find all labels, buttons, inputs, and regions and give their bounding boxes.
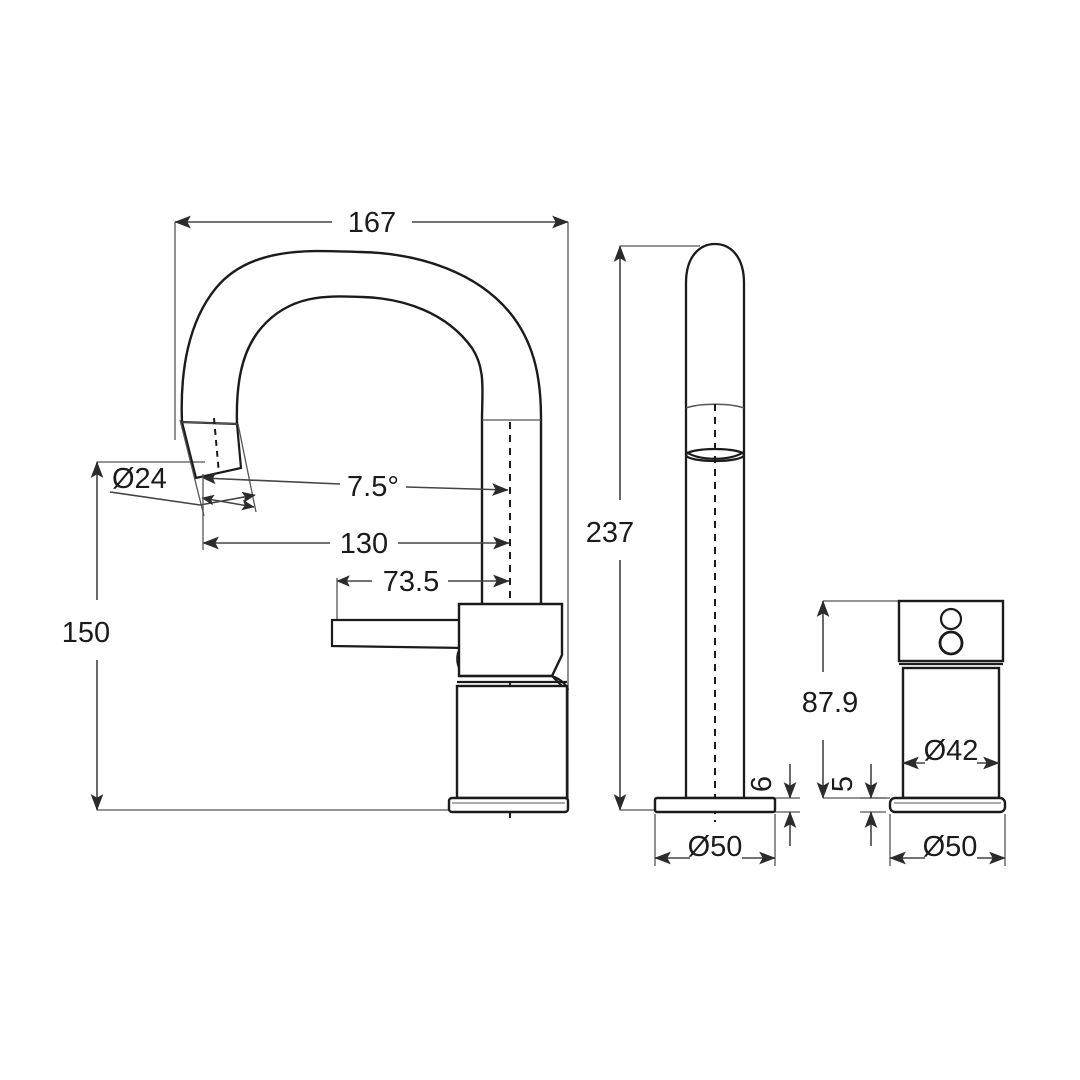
- spout-tip-aerator: [180, 420, 243, 480]
- dimension-73-5: 73.5: [336, 566, 510, 622]
- dimension-angle-7-5: 7.5°: [202, 471, 509, 503]
- dimension-237: 237: [586, 245, 634, 811]
- dimension-tip-inner-marker: [201, 494, 255, 511]
- base-flange-right-view: [888, 796, 1007, 814]
- dimension-diameter-50-right: Ø50: [889, 831, 1006, 865]
- dimension-label-spout-reach: 130: [340, 528, 388, 560]
- cartridge-hole-lower-icon: [938, 630, 964, 656]
- view-side-elevation: 167 Ø24: [62, 207, 570, 818]
- dimension-label-body-height: 87.9: [802, 687, 858, 719]
- handle-lever: [330, 618, 468, 650]
- base-flange-mid-view: [653, 796, 777, 814]
- dimension-150: 150: [62, 461, 110, 811]
- dimension-label-spout-angle: 7.5°: [347, 471, 399, 503]
- dimension-label-base-diameter-mid: Ø50: [688, 831, 743, 863]
- dimension-spout-diameter: Ø24: [109, 419, 257, 517]
- dimension-diameter-42: Ø42: [902, 735, 1000, 770]
- dimension-thickness-5: 5: [827, 764, 878, 846]
- body-cartridge-cap: [897, 599, 1005, 663]
- dimension-130: 130: [202, 474, 510, 560]
- dimension-label-base-diameter-right: Ø50: [923, 831, 978, 863]
- dimension-label-body-diameter: Ø42: [924, 735, 979, 767]
- mixer-body-lower: [455, 684, 569, 800]
- dimension-87-9: 87.9: [802, 600, 858, 799]
- dimension-label-body-to-spout: 73.5: [383, 566, 439, 598]
- dimension-label-spout-height: 150: [62, 617, 110, 649]
- spout-tip-centerline: [213, 417, 220, 475]
- view-rear-body: 87.9 Ø42 Ø50: [802, 599, 1007, 866]
- dimension-167: 167: [174, 207, 569, 239]
- view-side-profile: 237 Ø50 6: [586, 242, 800, 866]
- dimension-diameter-50-mid: Ø50: [654, 831, 776, 865]
- cartridge-hole-upper-icon: [939, 607, 963, 631]
- dimension-label-base-thickness-mid: 6: [746, 776, 778, 792]
- spout-gooseneck-outline: [180, 249, 543, 612]
- dimension-label-base-thickness-right: 5: [827, 776, 859, 792]
- mixer-body-upper: [457, 602, 564, 678]
- dimension-label-total-height: 237: [586, 517, 634, 549]
- body-cylinder: [901, 666, 1001, 800]
- base-flange-left-view: [447, 796, 570, 814]
- dimension-label-overall-width: 167: [348, 207, 396, 239]
- dimension-thickness-6: 6: [746, 764, 797, 846]
- dimension-label-spout-diameter: Ø24: [112, 463, 167, 495]
